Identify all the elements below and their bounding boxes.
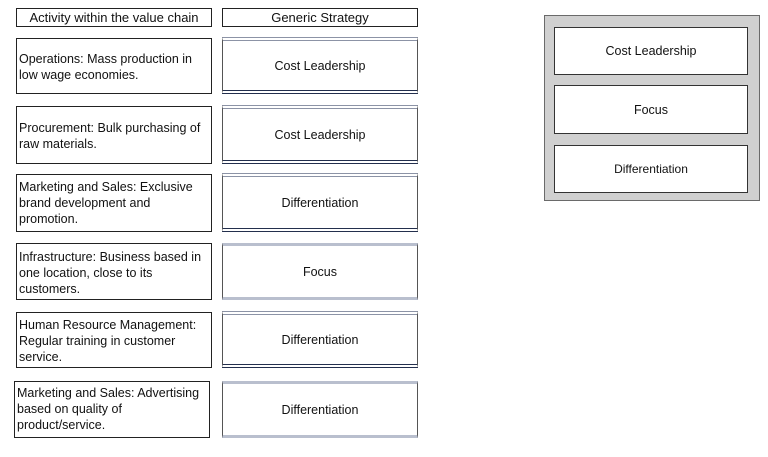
activity-cell: Marketing and Sales: Advertising based o…	[14, 381, 210, 438]
option-cost-leadership[interactable]: Cost Leadership	[554, 27, 748, 75]
strategy-drop-target[interactable]: Differentiation	[222, 381, 418, 438]
strategy-drop-target[interactable]: Focus	[222, 243, 418, 300]
option-focus[interactable]: Focus	[554, 85, 748, 134]
activity-cell: Infrastructure: Business based in one lo…	[16, 243, 212, 300]
strategy-column-header: Generic Strategy	[222, 8, 418, 27]
activity-cell: Procurement: Bulk purchasing of raw mate…	[16, 106, 212, 164]
activity-cell: Human Resource Management: Regular train…	[16, 312, 212, 368]
option-differentiation[interactable]: Differentiation	[554, 145, 748, 193]
strategy-drop-target[interactable]: Cost Leadership	[222, 37, 418, 94]
activity-cell: Marketing and Sales: Exclusive brand dev…	[16, 174, 212, 232]
strategy-drop-target[interactable]: Differentiation	[222, 311, 418, 368]
strategy-drop-target[interactable]: Differentiation	[222, 173, 418, 232]
strategy-drop-target[interactable]: Cost Leadership	[222, 105, 418, 164]
answer-options-panel: Cost Leadership Focus Differentiation	[544, 15, 760, 201]
activity-cell: Operations: Mass production in low wage …	[16, 38, 212, 94]
activity-column-header: Activity within the value chain	[16, 8, 212, 27]
